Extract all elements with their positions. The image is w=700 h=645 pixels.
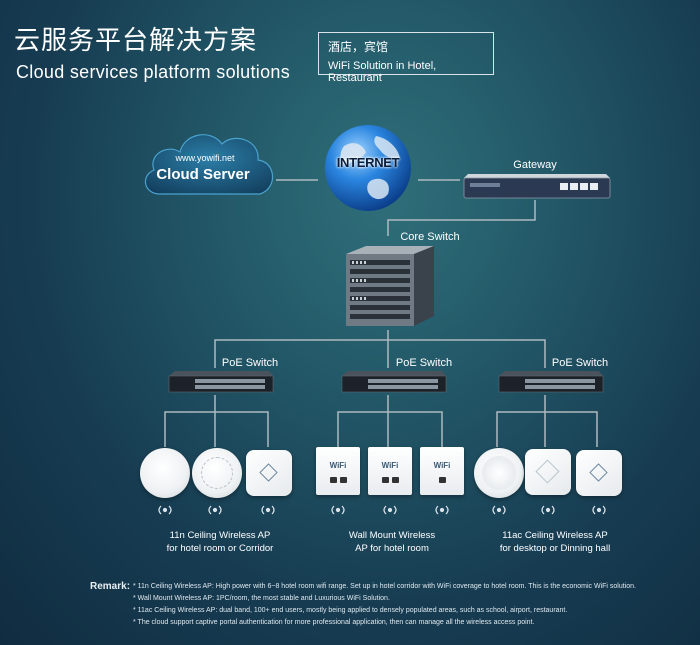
caption-11ac-line1: 11ac Ceiling Wireless AP	[502, 530, 608, 541]
scenario-title-en: WiFi Solution in Hotel, Restaurant	[328, 60, 437, 84]
poe-switch-2-icon	[341, 371, 447, 393]
page-title-cn: 云服务平台解决方案	[14, 26, 258, 56]
link-poe3-ap1	[496, 395, 546, 447]
wifi-signal-icon	[331, 505, 345, 515]
globe-icon	[325, 125, 411, 211]
remark-line-1: * 11n Ceiling Wireless AP: High power wi…	[133, 583, 636, 590]
core-switch-label: Core Switch	[400, 231, 460, 243]
ceiling-ap-11n-1	[140, 448, 190, 498]
remark-label: Remark:	[90, 581, 131, 592]
link-poe3-ap3	[545, 411, 598, 447]
wifi-signal-icon	[261, 505, 275, 515]
caption-wall-line1: Wall Mount Wireless	[348, 530, 436, 541]
link-poe2-ap3	[388, 411, 443, 447]
link-poe2-ap1	[337, 395, 389, 447]
wifi-signal-icon	[492, 505, 506, 515]
link-poe1-ap1	[164, 395, 216, 447]
caption-11n-line1: 11n Ceiling Wireless AP	[169, 530, 271, 541]
ceiling-ap-11n-3	[246, 450, 292, 496]
ceiling-ap-11ac-1	[474, 448, 524, 498]
wall-ap-1: WiFi	[316, 447, 360, 495]
caption-11n-line2: for hotel room or Corridor	[166, 543, 274, 554]
gateway-router-icon	[463, 174, 611, 199]
link-core-poe1	[214, 330, 389, 368]
core-switch-icon	[346, 246, 434, 326]
remark-line-4: * The cloud support captive portal authe…	[133, 619, 535, 626]
link-gateway-core	[387, 200, 536, 236]
caption-wall-mount: Wall Mount Wireless AP for hotel room	[322, 529, 462, 555]
ceiling-ap-11ac-2	[525, 449, 571, 495]
caption-wall-line2: AP for hotel room	[355, 543, 429, 554]
wall-ap-3: WiFi	[420, 447, 464, 495]
cloud-server-label: Cloud Server	[156, 166, 250, 183]
wifi-signal-icon	[383, 505, 397, 515]
wall-ap-1-screen: WiFi	[329, 461, 347, 470]
caption-11ac-line2: for desktop or Dinning hall	[499, 543, 611, 554]
caption-11ac-ceiling: 11ac Ceiling Wireless AP for desktop or …	[480, 529, 630, 555]
wifi-signal-icon	[208, 505, 222, 515]
poe-switch-3-icon	[498, 371, 604, 393]
scenario-box: 酒店，宾馆 WiFi Solution in Hotel, Restaurant	[318, 32, 494, 84]
wifi-signal-icon	[541, 505, 555, 515]
wall-ap-2-screen: WiFi	[381, 461, 399, 470]
wifi-signal-icon	[592, 505, 606, 515]
poe-switch-1-label: PoE Switch	[221, 357, 279, 369]
link-poe1-ap3	[215, 411, 269, 447]
scenario-title-cn: 酒店，宾馆	[328, 40, 389, 54]
remark-list: * 11n Ceiling Wireless AP: High power wi…	[133, 581, 693, 629]
gateway-label: Gateway	[513, 159, 557, 171]
caption-11n-ceiling: 11n Ceiling Wireless AP for hotel room o…	[150, 529, 290, 555]
poe-switch-2-label: PoE Switch	[395, 357, 453, 369]
wall-ap-2: WiFi	[368, 447, 412, 495]
link-core-poe3	[388, 339, 546, 368]
remark-line-2: * Wall Mount Wireless AP: 1PC/room, the …	[133, 595, 390, 602]
internet-label: INTERNET	[336, 155, 400, 170]
page-title-en: Cloud services platform solutions	[16, 62, 291, 82]
wifi-signal-icon	[435, 505, 449, 515]
wall-ap-3-screen: WiFi	[433, 461, 451, 470]
cloud-icon	[144, 134, 274, 195]
poe-switch-1-icon	[168, 371, 274, 393]
ceiling-ap-11ac-3	[576, 450, 622, 496]
remark-line-3: * 11ac Ceiling Wireless AP: dual band, 1…	[133, 607, 568, 614]
cloud-url: www.yowifi.net	[175, 153, 235, 163]
wifi-signal-icon	[158, 505, 172, 515]
poe-switch-3-label: PoE Switch	[551, 357, 609, 369]
ceiling-ap-11n-2	[192, 448, 242, 498]
